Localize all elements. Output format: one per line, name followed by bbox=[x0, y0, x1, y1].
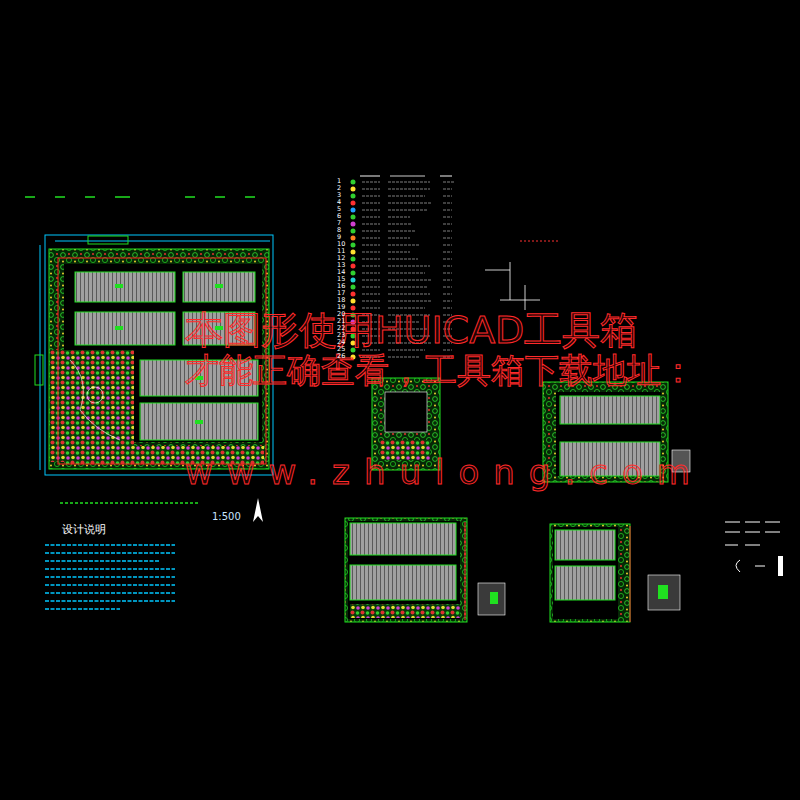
table-row-number: 17 bbox=[337, 290, 345, 297]
watermark-text: 本图形使用HUICAD工具箱 bbox=[185, 311, 638, 349]
table-row-number: 11 bbox=[337, 248, 345, 255]
table-row-number: 21 bbox=[337, 318, 345, 325]
table-row-number: 15 bbox=[337, 276, 345, 283]
table-row-number: 14 bbox=[337, 269, 345, 276]
table-row-number: 9 bbox=[337, 234, 341, 241]
table-row-number: 25 bbox=[337, 346, 345, 353]
table-row-number: 10 bbox=[337, 241, 345, 248]
table-row-number: 26 bbox=[337, 353, 345, 360]
table-row-number: 16 bbox=[337, 283, 345, 290]
table-row-number: 23 bbox=[337, 332, 345, 339]
table-row-number: 4 bbox=[337, 199, 341, 206]
table-row-number: 5 bbox=[337, 206, 341, 213]
table-row-number: 1 bbox=[337, 178, 341, 185]
table-row-number: 3 bbox=[337, 192, 341, 199]
watermark-text: www.zhulong.com bbox=[185, 455, 704, 489]
table-row-number: 6 bbox=[337, 213, 341, 220]
table-row-number: 13 bbox=[337, 262, 345, 269]
scale-text: 1:500 bbox=[212, 512, 241, 522]
table-row-number: 7 bbox=[337, 220, 341, 227]
table-row-number: 19 bbox=[337, 304, 345, 311]
table-row-number: 24 bbox=[337, 339, 345, 346]
table-row-number: 20 bbox=[337, 311, 345, 318]
table-row-number: 22 bbox=[337, 325, 345, 332]
table-row-number: 8 bbox=[337, 227, 341, 234]
notes-heading: 设计说明 bbox=[62, 524, 106, 535]
table-row-number: 2 bbox=[337, 185, 341, 192]
table-row-number: 18 bbox=[337, 297, 345, 304]
watermark-text: 才能正确查看，工具箱下载地址： bbox=[185, 353, 695, 387]
table-row-number: 12 bbox=[337, 255, 345, 262]
